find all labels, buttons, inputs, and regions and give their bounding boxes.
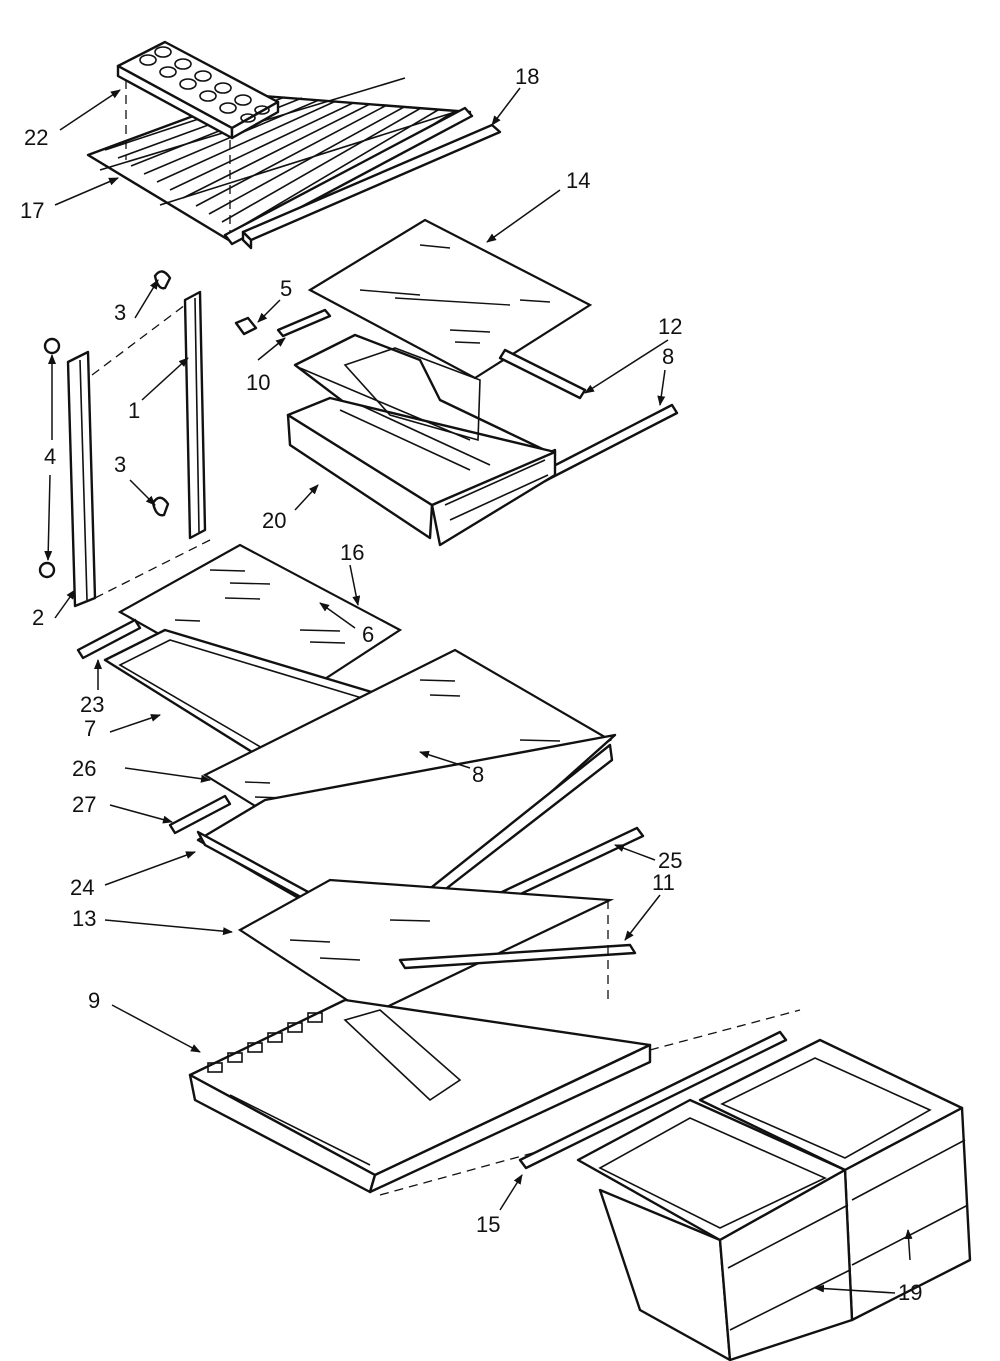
callout-8-upper: 8: [662, 344, 674, 369]
support-rail-10: [276, 308, 332, 338]
crisper-drawer-20: [286, 333, 557, 547]
shelf-trim-18: [241, 123, 502, 250]
leader-lines: [44, 87, 913, 1294]
callout-10: 10: [246, 370, 270, 395]
drawer-rail-15: [518, 1030, 788, 1170]
shelf-channel-1: [183, 290, 207, 540]
crisper-drawers-19: [576, 1038, 972, 1361]
callout-24: 24: [70, 875, 94, 900]
rail-8-upper: [538, 403, 679, 483]
callout-2: 2: [32, 605, 44, 630]
callout-8-lower: 8: [472, 762, 484, 787]
plug-4-upper: [43, 337, 61, 355]
shelf-trim-23: [76, 618, 142, 660]
callout-23: 23: [80, 692, 104, 717]
callout-25: 25: [658, 848, 682, 873]
egg-tray-22: [116, 40, 280, 232]
callout-3-upper: 3: [114, 300, 126, 325]
glass-panel-13: [237, 878, 615, 1017]
callout-27: 27: [72, 792, 96, 817]
callout-15: 15: [476, 1212, 500, 1237]
callout-26: 26: [72, 756, 96, 781]
callout-4: 4: [44, 444, 56, 469]
crisper-cover-frame-9: [188, 998, 652, 1194]
callout-3-lower: 3: [114, 452, 126, 477]
callout-22: 22: [24, 125, 48, 150]
callout-18: 18: [515, 64, 539, 89]
glass-shelf-14: [307, 218, 593, 380]
callout-16: 16: [340, 540, 364, 565]
callout-5: 5: [280, 276, 292, 301]
spacer-5: [234, 316, 258, 336]
callout-7: 7: [84, 716, 96, 741]
callout-6: 6: [362, 622, 374, 647]
callout-20: 20: [262, 508, 286, 533]
support-rail-11: [398, 943, 637, 970]
callout-19: 19: [898, 1280, 922, 1305]
callout-14: 14: [566, 168, 590, 193]
shelf-trim-27: [168, 794, 232, 835]
plug-4-lower: [38, 561, 56, 579]
callout-13: 13: [72, 906, 96, 931]
shelf-channel-2: [66, 350, 97, 608]
callout-12: 12: [658, 314, 682, 339]
callout-17: 17: [20, 198, 44, 223]
callout-9: 9: [88, 988, 100, 1013]
callout-labels: 22 17 18 14 3 5 10 12 8 1 4 3 20 16 6 2 …: [20, 64, 922, 1305]
slide-rail-12: [498, 348, 587, 400]
end-cap-3-lower: [151, 496, 170, 517]
callout-1: 1: [128, 398, 140, 423]
callout-11: 11: [652, 870, 675, 895]
